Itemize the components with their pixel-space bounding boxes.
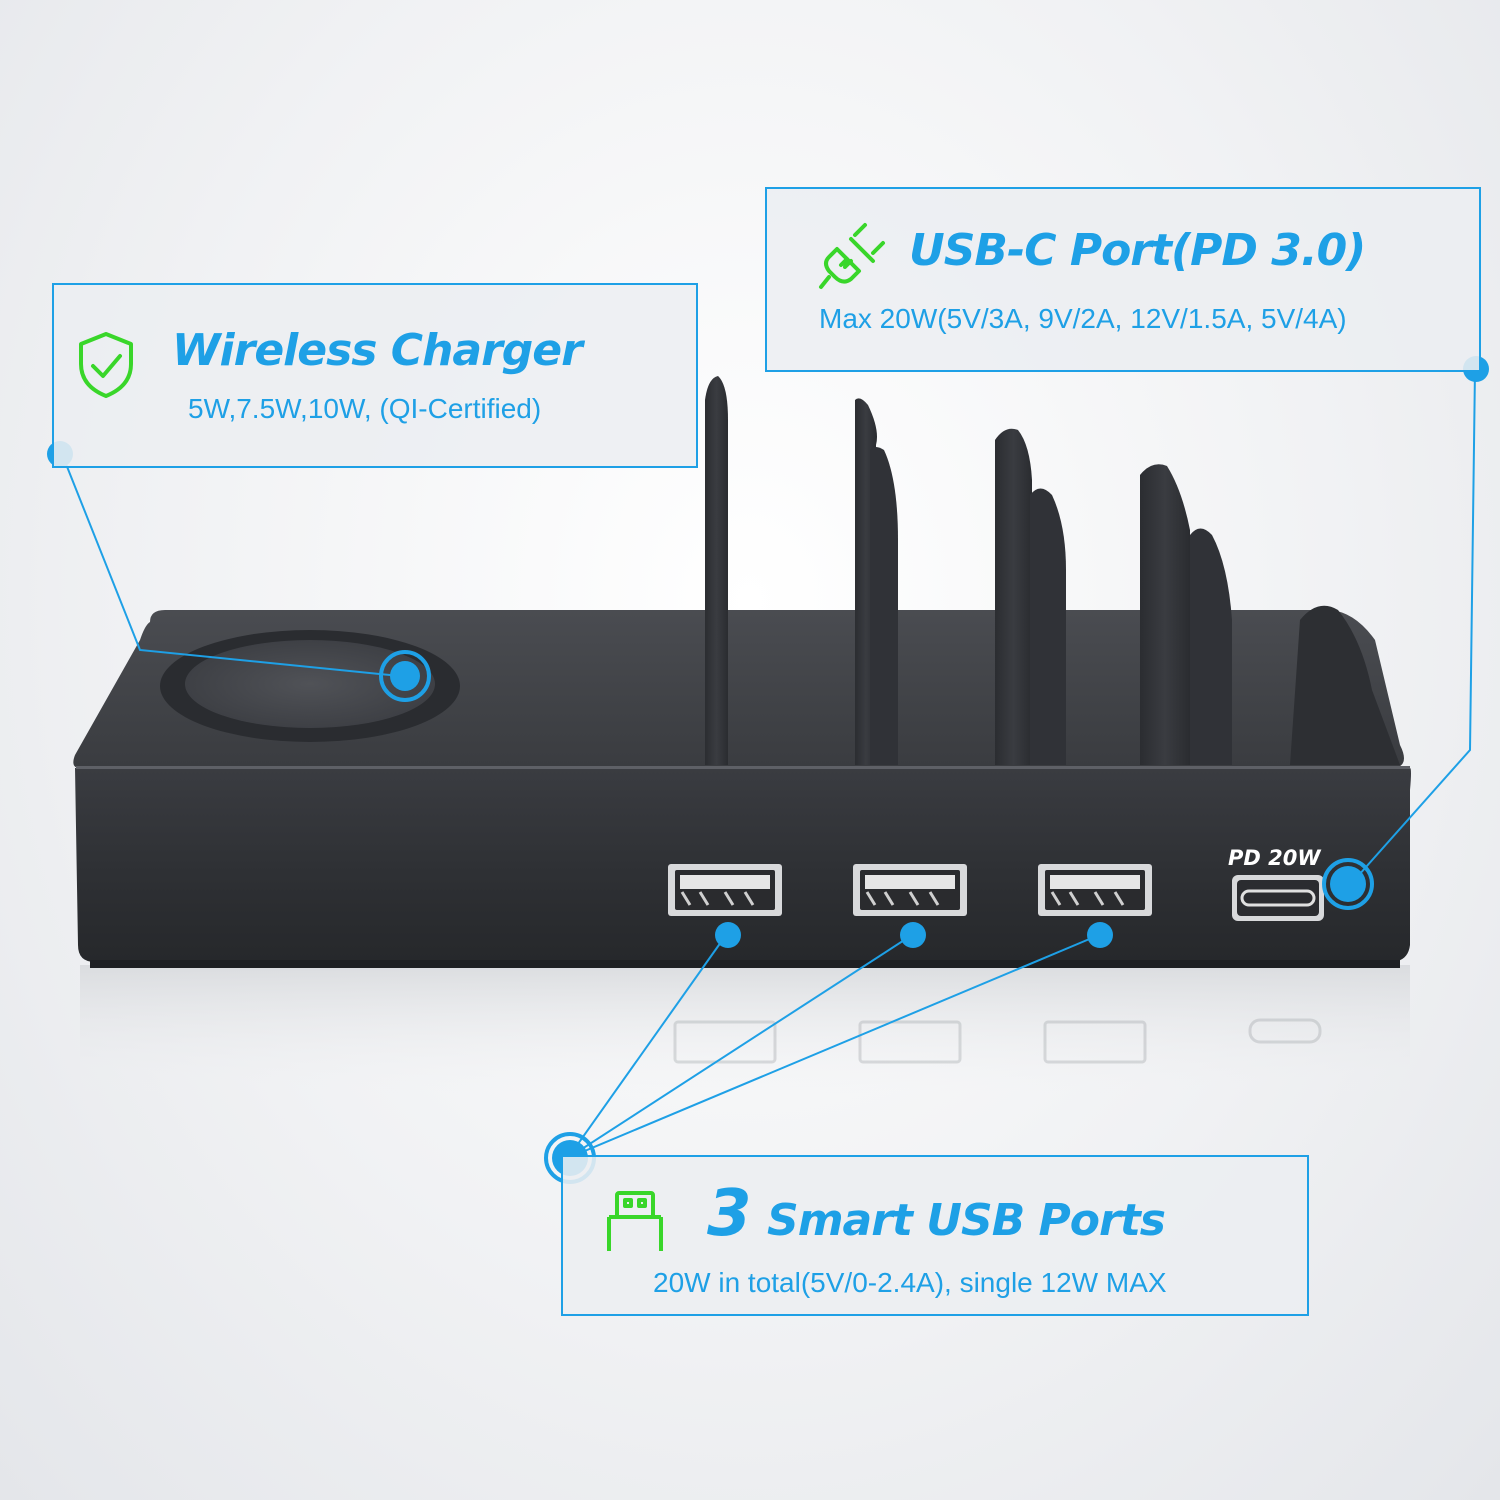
wireless-pad-surface bbox=[185, 640, 435, 728]
usb-c-port bbox=[1232, 875, 1324, 921]
wireless-charger-subtitle: 5W,7.5W,10W, (QI-Certified) bbox=[188, 393, 542, 424]
floor-reflection bbox=[80, 965, 1410, 1095]
usb-c-port-callout: USB-C Port(PD 3.0) Max 20W(5V/3A, 9V/2A,… bbox=[765, 187, 1481, 372]
usbc-port-dot bbox=[1330, 866, 1366, 902]
wireless-charger-callout: Wireless Charger 5W,7.5W,10W, (QI-Certif… bbox=[52, 283, 698, 468]
usb-connector-line-1 bbox=[567, 934, 727, 1159]
base-bottom-edge bbox=[90, 960, 1400, 968]
plug-lightning-icon bbox=[819, 223, 885, 289]
wireless-charger-title: Wireless Charger bbox=[172, 325, 583, 376]
usb-c-port-subtitle: Max 20W(5V/3A, 9V/2A, 12V/1.5A, 5V/4A) bbox=[819, 303, 1347, 334]
reflected-ports bbox=[673, 1018, 1322, 1064]
usbc-port-dot-ring bbox=[1322, 858, 1374, 910]
usb-connector-line-3 bbox=[567, 934, 1100, 1159]
usbc-connector-line bbox=[1349, 368, 1476, 886]
usb-port-dot-2 bbox=[900, 922, 926, 948]
divider-4-rear bbox=[1140, 464, 1190, 765]
usb-c-port-title: USB-C Port(PD 3.0) bbox=[909, 225, 1366, 276]
divider-3-front bbox=[1030, 488, 1066, 765]
smart-usb-subtitle: 20W in total(5V/0-2.4A), single 12W MAX bbox=[653, 1267, 1167, 1298]
base-highlight bbox=[76, 766, 1410, 769]
pd-port-label: PD 20W bbox=[1228, 846, 1321, 870]
wireless-pad-dot-ring bbox=[379, 650, 431, 702]
usb-connector-line-2 bbox=[567, 934, 913, 1159]
divider-3-rear bbox=[995, 428, 1032, 765]
divider-2-front bbox=[870, 447, 898, 765]
wireless-pad-dot bbox=[390, 661, 420, 691]
smart-usb-count: 3 bbox=[707, 1177, 752, 1251]
usb-a-port-3 bbox=[1038, 864, 1152, 916]
divider-1 bbox=[705, 376, 728, 765]
phone-dividers bbox=[705, 376, 1400, 765]
wireless-connector-line bbox=[61, 453, 401, 677]
usb-connector-icon bbox=[607, 1191, 663, 1251]
divider-5-cradle bbox=[1290, 605, 1400, 765]
usb-port-dot-1 bbox=[715, 922, 741, 948]
smart-usb-ports-callout: 3 Smart USB Ports 20W in total(5V/0-2.4A… bbox=[561, 1155, 1309, 1316]
smart-usb-title: Smart USB Ports bbox=[767, 1195, 1166, 1246]
usb-a-ports bbox=[668, 864, 1152, 916]
connector-lines bbox=[61, 368, 1476, 1159]
shield-check-icon bbox=[79, 332, 133, 398]
usb-a-port-2 bbox=[853, 864, 967, 916]
usb-a-port-1 bbox=[668, 864, 782, 916]
divider-4-front bbox=[1190, 528, 1232, 765]
usb-port-dot-3 bbox=[1087, 922, 1113, 948]
